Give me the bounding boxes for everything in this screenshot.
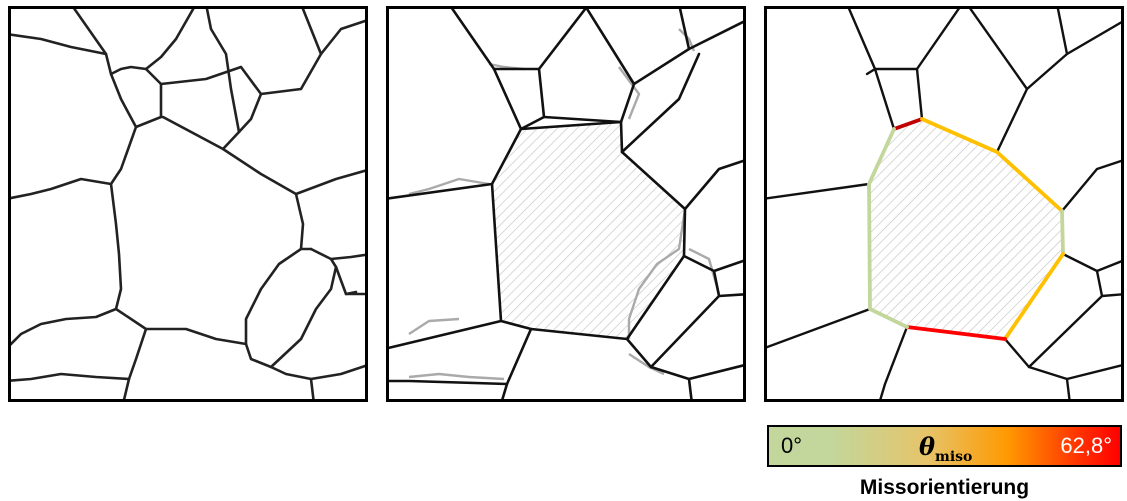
- boundary-path: [544, 117, 621, 122]
- boundary-path: [689, 379, 692, 399]
- boundary-path: [11, 127, 136, 199]
- boundary-path: [1067, 379, 1070, 399]
- boundary-path: [494, 69, 544, 129]
- boundary-path: [714, 259, 743, 271]
- boundary-path: [867, 69, 875, 74]
- grain-microstructure-panel: [8, 6, 368, 402]
- boundary-path: [1027, 19, 1121, 89]
- colorbar-caption: Missorientierung: [767, 476, 1122, 500]
- hatched-grain: [869, 119, 1063, 339]
- boundary-path: [331, 254, 365, 259]
- boundary-path: [767, 184, 869, 199]
- boundary-path: [123, 329, 146, 399]
- boundary-path: [917, 9, 962, 69]
- boundary-path: [1005, 339, 1121, 379]
- boundary-path: [389, 321, 501, 349]
- polygonized-grain-panel: [386, 6, 746, 402]
- miso-subscript: miso: [935, 449, 972, 465]
- boundary-path: [11, 34, 106, 54]
- boundary-path: [634, 19, 743, 84]
- boundary-path: [539, 9, 589, 69]
- misorientation-boundary-network: [767, 9, 1121, 399]
- boundary-path: [311, 379, 314, 399]
- boundary-path: [301, 9, 321, 54]
- boundary-path: [296, 169, 365, 194]
- boundary-path: [584, 9, 634, 122]
- misorientation-colored-panel: [764, 6, 1124, 402]
- boundary-path: [1029, 296, 1102, 367]
- original-boundary: [629, 354, 664, 374]
- colorbar-min-label: 0°: [781, 433, 802, 459]
- misorientation-colorbar: 0° θmiso 62,8°: [767, 425, 1122, 467]
- boundary-path: [261, 19, 365, 94]
- colorbar-max-label: 62,8°: [1060, 433, 1112, 459]
- boundary-path: [501, 329, 531, 399]
- boundary-path: [622, 54, 699, 152]
- boundary-path: [223, 149, 311, 249]
- boundary-path: [111, 69, 161, 127]
- boundary-path: [11, 309, 116, 349]
- boundary-path: [11, 374, 129, 381]
- boundary-path: [685, 159, 743, 209]
- boundary-path: [879, 327, 907, 399]
- hatched-grain: [492, 122, 685, 339]
- boundary-path: [246, 249, 336, 367]
- boundary-path: [1057, 9, 1067, 54]
- boundary-path: [1062, 159, 1121, 211]
- boundary-path: [71, 9, 196, 74]
- boundary-path: [1063, 254, 1121, 296]
- boundary-path: [1097, 259, 1121, 271]
- boundary-path: [967, 9, 1027, 152]
- boundary-path: [627, 339, 743, 379]
- original-boundary: [409, 374, 504, 379]
- boundary-path: [389, 381, 507, 384]
- boundary-path: [767, 309, 870, 349]
- grain-boundary-network: [11, 9, 365, 399]
- boundary-path: [651, 296, 719, 367]
- boundary-path: [336, 267, 365, 294]
- boundary-path: [161, 67, 261, 149]
- boundary-path: [111, 184, 246, 344]
- boundary-low-miso: [1062, 211, 1063, 254]
- theta-symbol: θ: [919, 432, 935, 461]
- theta-miso-symbol: θmiso: [919, 432, 972, 465]
- boundary-path: [271, 364, 365, 379]
- polygonized-boundary-network: [389, 9, 743, 399]
